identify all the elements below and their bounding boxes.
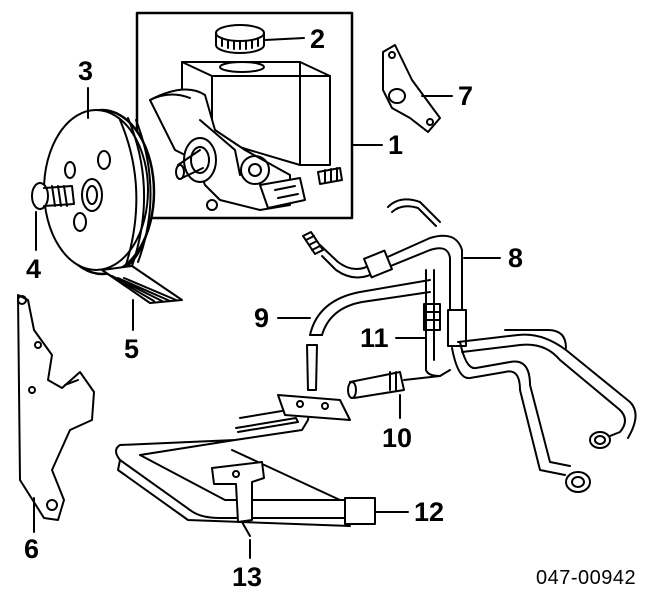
callout-7: 7 bbox=[458, 81, 474, 111]
pump-housing bbox=[149, 88, 306, 211]
figure-code: 047-00942 bbox=[536, 567, 637, 589]
callout-12: 12 bbox=[414, 497, 445, 527]
callout-3: 3 bbox=[78, 56, 94, 86]
drive-belt bbox=[101, 265, 183, 304]
leader-lines bbox=[33, 37, 501, 559]
cooler-lines bbox=[451, 329, 637, 493]
pump-shaft bbox=[175, 137, 217, 183]
pump-inset bbox=[135, 11, 354, 220]
bolt bbox=[31, 182, 75, 210]
callout-4: 4 bbox=[26, 254, 42, 284]
pump-fitting bbox=[317, 167, 343, 185]
mounting-bracket bbox=[17, 294, 95, 521]
callout-11: 11 bbox=[360, 323, 389, 353]
return-hose bbox=[306, 279, 431, 391]
callout-8: 8 bbox=[508, 243, 524, 273]
cooler-loop bbox=[115, 394, 376, 527]
callout-2: 2 bbox=[310, 24, 326, 54]
inset-frame bbox=[135, 11, 354, 220]
callout-1: 1 bbox=[388, 130, 404, 160]
hose-clamp bbox=[423, 269, 451, 377]
loop-bracket bbox=[211, 461, 265, 537]
callout-9: 9 bbox=[254, 303, 270, 333]
small-bracket bbox=[382, 44, 441, 133]
reservoir-cap bbox=[215, 24, 265, 54]
callout-6: 6 bbox=[24, 534, 40, 564]
tube-fitting bbox=[347, 371, 441, 399]
pressure-hose bbox=[302, 198, 467, 347]
callout-5: 5 bbox=[124, 334, 140, 364]
callout-10: 10 bbox=[382, 423, 413, 453]
pulley bbox=[43, 108, 156, 276]
callout-13: 13 bbox=[232, 562, 263, 592]
